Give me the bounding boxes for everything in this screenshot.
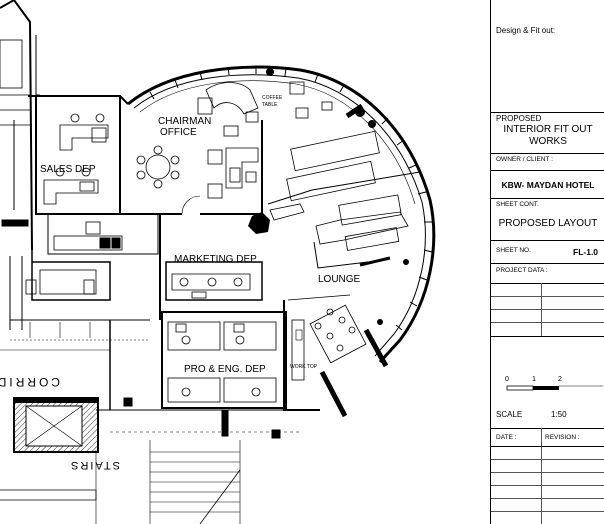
lounge-zone bbox=[267, 171, 421, 301]
scale-bar bbox=[506, 385, 603, 391]
stair-treads bbox=[0, 440, 241, 524]
project-title-line-2: WORKS bbox=[529, 136, 567, 147]
room-label-marketing: MARKETING DEP bbox=[174, 254, 257, 265]
central-column bbox=[248, 212, 270, 234]
stairs-label: STAIRS bbox=[69, 459, 120, 471]
conference-seating bbox=[269, 81, 409, 251]
lift-core bbox=[13, 397, 99, 453]
sheet-no-label: SHEET NO. bbox=[496, 247, 531, 254]
pro-eng-dep bbox=[161, 311, 287, 409]
proposed-label: PROPOSED bbox=[496, 114, 542, 123]
scale-tick-2: 2 bbox=[558, 376, 562, 383]
plants bbox=[266, 68, 409, 325]
title-block: Design & Fit out: PROPOSED INTERIOR FIT … bbox=[490, 0, 604, 524]
room-label-chairman-1: CHAIRMAN bbox=[158, 116, 211, 127]
marketing-dep bbox=[165, 261, 263, 301]
sheet-no-value: FL-1.0 bbox=[573, 247, 599, 257]
curved-facade-wall bbox=[127, 65, 436, 364]
reception bbox=[9, 213, 161, 341]
work-top-label: WORK TOP bbox=[290, 364, 318, 370]
design-fitout-label: Design & Fit out: bbox=[496, 26, 556, 35]
revision-label: REVISION : bbox=[545, 434, 580, 441]
corridor bbox=[0, 320, 320, 439]
date-label: DATE : bbox=[496, 434, 517, 441]
room-label-chairman-2: OFFICE bbox=[160, 127, 197, 138]
coffee-table-label-1: COFFEE bbox=[262, 95, 283, 101]
sheet-cont-label: SHEET CONT. bbox=[496, 201, 539, 208]
facade-mullions bbox=[149, 66, 433, 331]
coffee-table-label-2: TABLE bbox=[262, 102, 278, 108]
sheet-title: PROPOSED LAYOUT bbox=[498, 218, 598, 229]
corridor-label: CORRID bbox=[0, 375, 60, 389]
floor-plan: SALES DEP CHAIRMAN OFFICE COFFEE TABLE bbox=[0, 0, 436, 524]
scale-label: SCALE bbox=[496, 410, 523, 419]
room-label-pro-eng: PRO & ENG. DEP bbox=[184, 364, 266, 375]
room-label-lounge: LOUNGE bbox=[318, 274, 361, 285]
scale-tick-1: 1 bbox=[532, 376, 536, 383]
owner-value: KBW- MAYDAN HOTEL bbox=[501, 180, 595, 190]
lounge-seating bbox=[309, 304, 367, 364]
sales-desks bbox=[43, 113, 109, 205]
scale-tick-0: 0 bbox=[505, 376, 509, 383]
chairman-office bbox=[118, 82, 263, 215]
scale-value: 1:50 bbox=[551, 410, 567, 419]
work-top bbox=[283, 300, 320, 411]
project-title-line-1: INTERIOR FIT OUT bbox=[503, 124, 593, 135]
room-label-sales: SALES DEP bbox=[40, 164, 96, 175]
project-data-label: PROJECT DATA : bbox=[496, 267, 548, 274]
owner-client-label: OWNER / CLIENT : bbox=[496, 156, 553, 163]
